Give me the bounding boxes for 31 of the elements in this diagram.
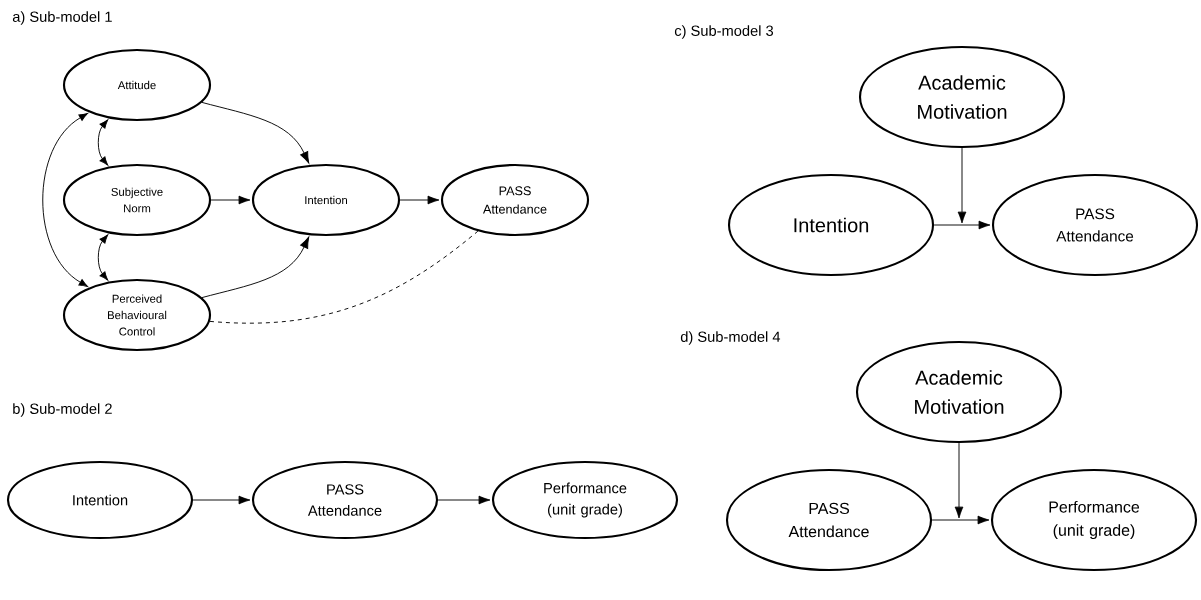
arrow — [201, 236, 310, 299]
arrow — [42, 113, 89, 287]
ellipse-node: Intention — [251, 163, 401, 237]
arrow — [399, 195, 440, 205]
ellipse-node: PASS Attendance — [725, 468, 933, 572]
arrow — [957, 147, 967, 224]
arrow — [192, 495, 251, 505]
ellipse-node: Perceived Behavioural Control — [62, 278, 212, 352]
panel-heading: a) Sub-model 1 — [12, 11, 112, 25]
panel-heading: b) Sub-model 2 — [13, 403, 112, 417]
arrow — [931, 515, 990, 525]
arrow — [97, 119, 109, 166]
ellipse-node: PASS Attendance — [251, 460, 439, 540]
arrow — [210, 195, 251, 205]
arrow — [437, 495, 491, 505]
ellipse-node: Performance (unit grade) — [491, 460, 679, 540]
ellipse-node: Academic Motivation — [855, 340, 1063, 444]
ellipse-node: Intention — [727, 173, 935, 277]
panel-heading: d) Sub-model 4 — [680, 331, 781, 345]
arrow — [954, 442, 964, 519]
arrow — [97, 234, 109, 281]
ellipse-node: Subjective Norm — [62, 163, 212, 237]
panel-heading: c) Sub-model 3 — [674, 25, 774, 39]
arrow — [933, 220, 991, 230]
ellipse-node: Academic Motivation — [858, 45, 1066, 149]
ellipse-node: Performance (unit grade) — [990, 468, 1198, 572]
ellipse-node: Attitude — [62, 48, 212, 122]
ellipse-node: Intention — [6, 460, 194, 540]
ellipse-node: PASS Attendance — [991, 173, 1199, 277]
arrow — [201, 101, 310, 164]
ellipse-node: PASS Attendance — [440, 163, 590, 237]
